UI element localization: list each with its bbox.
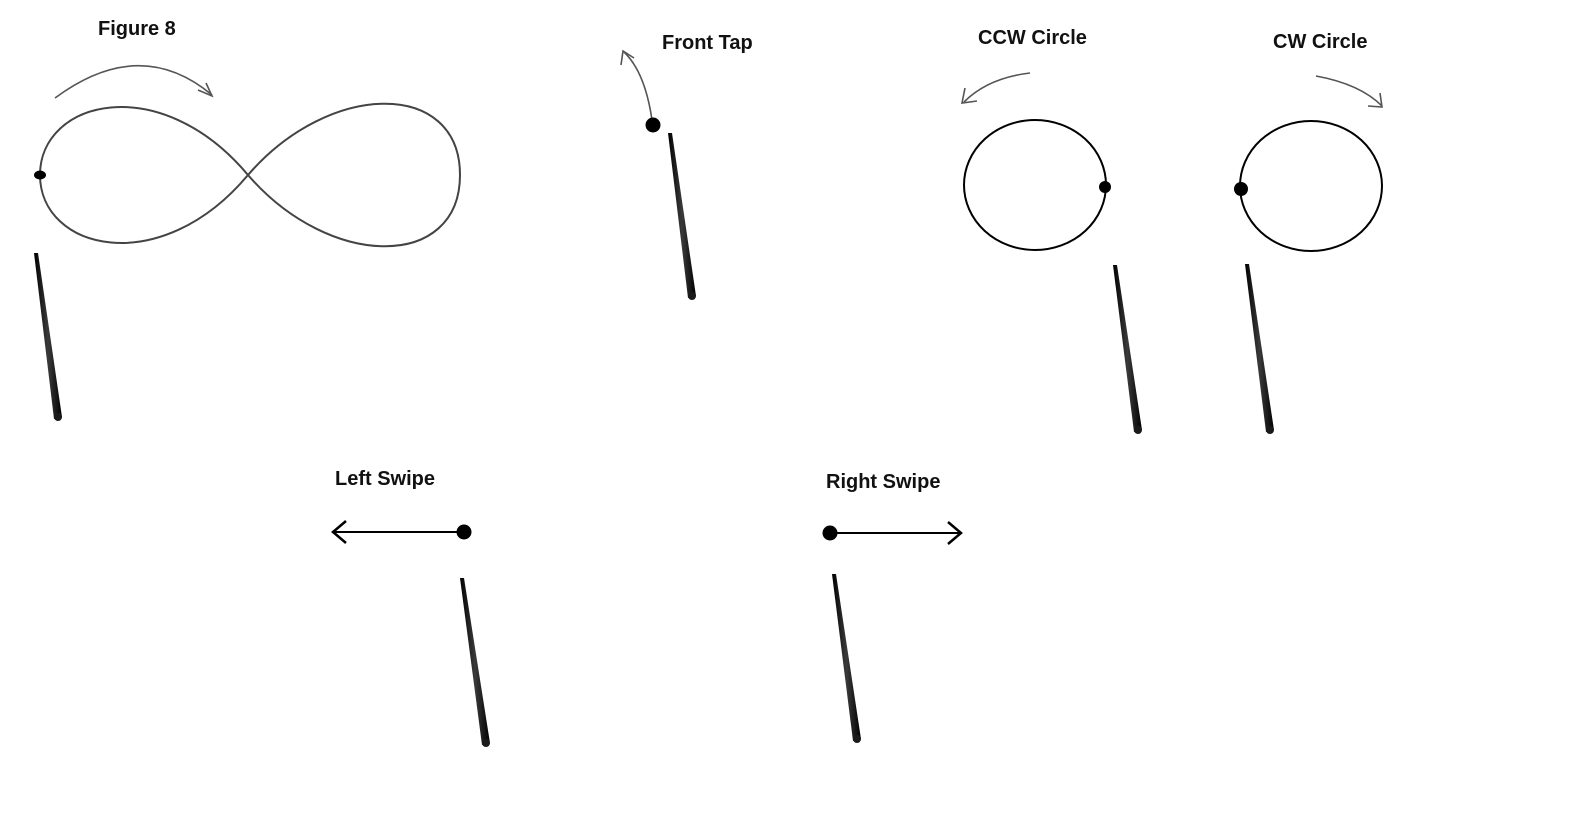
ccw-wand-tip (1134, 426, 1142, 434)
gesture-front-tap: Front Tap (620, 32, 753, 300)
ccw-start-dot (1099, 181, 1111, 193)
gesture-figure8: Figure 8 (34, 18, 462, 421)
gesture-right-swipe: Right Swipe (822, 471, 963, 743)
gesture-left-swipe: Left Swipe (331, 468, 490, 747)
right-swipe-dot (822, 525, 838, 541)
cw-direction-arrow (1315, 75, 1383, 107)
ccw-direction-arrow (963, 72, 1031, 103)
gesture-label-front-tap: Front Tap (662, 32, 753, 54)
left-swipe-dot (456, 524, 472, 540)
front-tap-dot (645, 117, 661, 133)
gesture-label-right-swipe: Right Swipe (826, 471, 940, 493)
ccw-circle-path (963, 119, 1107, 251)
cw-start-dot (1234, 182, 1248, 196)
figure8-start-dot (34, 170, 46, 180)
gesture-cw-circle: CW Circle (1234, 31, 1383, 434)
front-tap-arrowhead-icon (620, 49, 635, 66)
left-swipe-wand (460, 578, 490, 745)
figure8-wand (34, 253, 62, 419)
gesture-label-ccw-circle: CCW Circle (978, 27, 1087, 49)
gesture-label-cw-circle: CW Circle (1273, 31, 1367, 53)
ccw-wand (1113, 265, 1142, 432)
figure8-path (38, 102, 462, 248)
figure8-wand-tip (54, 413, 62, 421)
figure8-arrowhead-icon (197, 82, 214, 98)
left-swipe-wand-tip (482, 739, 490, 747)
gesture-label-left-swipe: Left Swipe (335, 468, 435, 490)
cw-circle-path (1239, 120, 1383, 252)
figure8-direction-arrow (54, 64, 213, 99)
cw-wand-tip (1266, 426, 1274, 434)
cw-wand (1245, 264, 1274, 432)
cw-arrowhead-icon (1367, 92, 1383, 108)
right-swipe-wand (832, 574, 861, 741)
gesture-ccw-circle: CCW Circle (960, 27, 1142, 434)
front-tap-wand-tip (688, 292, 696, 300)
front-tap-direction-arrow (623, 51, 653, 121)
ccw-arrowhead-icon (960, 87, 978, 104)
gesture-label-figure8: Figure 8 (98, 18, 176, 40)
front-tap-wand (668, 133, 696, 298)
right-swipe-wand-tip (853, 735, 861, 743)
right-swipe-arrowhead-icon (947, 521, 963, 545)
left-swipe-arrowhead-icon (331, 520, 347, 544)
